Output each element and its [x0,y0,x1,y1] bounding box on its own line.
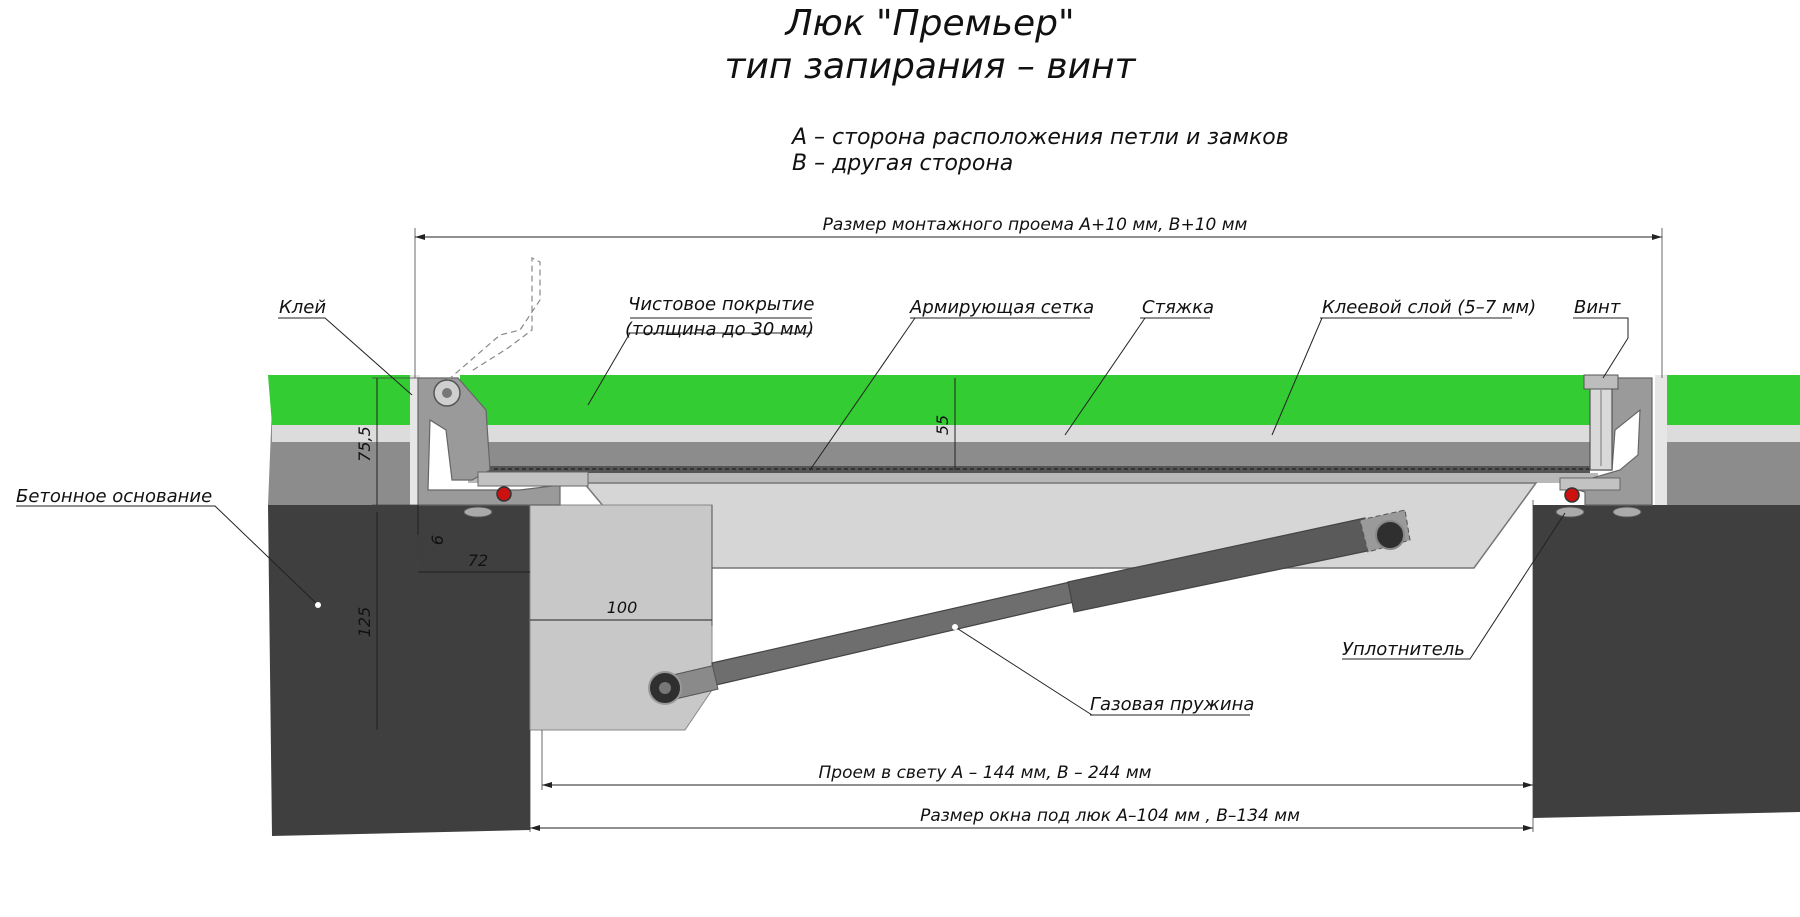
dim-window-size: Размер окна под люк А–104 мм , В–134 мм [920,806,1300,826]
seal-right [1564,487,1580,503]
title-block: Люк "Премьер" тип запирания – винт А – с… [725,3,1289,176]
dim-125: 125 [355,607,374,638]
dim-100: 100 [607,598,638,617]
dim-55: 55 [933,415,952,435]
screed-center [468,442,1598,470]
screed-right [1667,442,1800,505]
label-seal: Уплотнитель [1342,639,1465,660]
legend-a: А – сторона расположения петли и замков [790,125,1289,150]
glue-gap-right [1655,375,1667,505]
label-glue: Клей [279,297,326,318]
label-concrete: Бетонное основание [16,486,212,507]
floor-layers [268,375,1800,836]
light-band-center [468,425,1598,442]
legend-b: В – другая сторона [792,151,1013,176]
screw-head [1583,374,1619,390]
label-gas-spring: Газовая пружина [1090,694,1254,715]
finish-right [1667,375,1800,425]
dim-6: 6 [428,535,447,545]
gas-spring-rod [711,581,1075,686]
title-line2: тип запирания – винт [725,46,1137,87]
dimension-lines [372,228,1663,832]
frame-profile-left [417,377,561,506]
concrete-base-right [1533,505,1800,818]
dim-72: 72 [468,551,488,570]
open-lid-ghost [447,257,541,381]
light-band-right [1667,425,1800,442]
finish-left [268,375,410,425]
label-screw: Винт [1574,297,1621,318]
gas-spring [648,509,1411,705]
label-screed: Стяжка [1142,297,1214,318]
seal-left [496,486,512,502]
leader-lines [16,317,1629,716]
light-band-left [272,425,410,442]
gas-spring-top-mount [1375,520,1405,550]
dimension-text: Размер монтажного проема А+10 мм, В+10 м… [355,215,1300,826]
dim-clear-opening: Проем в свету А – 144 мм, В – 244 мм [819,763,1152,783]
concrete-base-left [268,505,530,836]
dim-mounting-opening: Размер монтажного проема А+10 мм, В+10 м… [823,215,1248,235]
tray-bottom [468,473,1598,483]
title-line1: Люк "Премьер" [783,3,1074,44]
label-mesh: Армирующая сетка [909,297,1094,318]
label-finish: Чистовое покрытие [628,294,814,315]
labels: Клей Чистовое покрытие (толщина до 30 мм… [16,294,1621,715]
dim-75-5: 75,5 [355,426,374,462]
label-adhesive-layer: Клеевой слой (5–7 мм) [1322,297,1536,318]
finish-center [460,375,1602,425]
glue-gap-left [410,375,420,505]
label-finish-thickness: (толщина до 30 мм) [625,319,814,340]
